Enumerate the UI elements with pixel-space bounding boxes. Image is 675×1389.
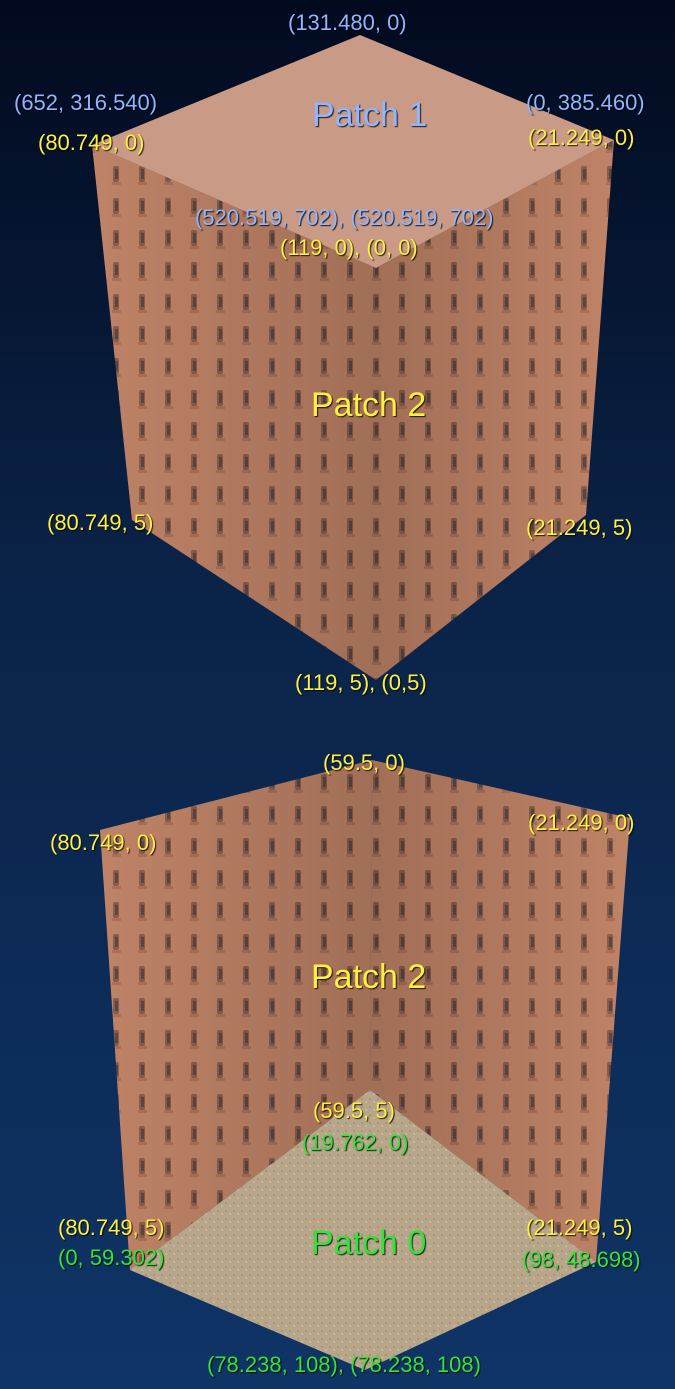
top-wall-bottom-center-label: (119, 5), (0,5) <box>295 670 427 696</box>
bottom-wall-top-center-label: (59.5, 0) <box>323 750 405 776</box>
top-wall-bottom-right-label: (21.249, 5) <box>526 515 632 541</box>
bottom-room <box>100 760 630 1370</box>
bottom-floor-patch-label: Patch 0 <box>311 1224 426 1263</box>
bottom-wall-top-right-label: (21.249, 0) <box>528 810 634 836</box>
top-roof-top-corner-label: (131.480, 0) <box>288 10 407 36</box>
bottom-wall-bottom-left-label: (80.749, 5) <box>58 1215 164 1241</box>
bottom-wall-top-left-label: (80.749, 0) <box>50 830 156 856</box>
bottom-wall-bottom-center-label: (59.5, 5) <box>313 1098 395 1124</box>
top-roof-right-corner-label: (0, 385.460) <box>526 90 645 116</box>
bottom-floor-front-corner-label: (78.238, 108), (78.238, 108) <box>207 1352 481 1378</box>
top-roof-center-corner-label: (520.519, 702), (520.519, 702) <box>195 205 493 231</box>
bottom-floor-back-corner-label: (19.762, 0) <box>302 1130 408 1156</box>
bottom-wall-patch-label: Patch 2 <box>311 958 426 997</box>
top-wall-top-right-label: (21.249, 0) <box>528 125 634 151</box>
top-side-patch-label: Patch 2 <box>311 386 426 425</box>
top-wall-top-left-label: (80.749, 0) <box>38 130 144 156</box>
bottom-floor-right-corner-label: (98, 48.698) <box>522 1247 641 1273</box>
top-wall-top-center-label: (119, 0), (0, 0) <box>280 235 418 261</box>
bottom-floor-left-corner-label: (0, 59.302) <box>58 1245 164 1271</box>
top-roof-left-corner-label: (652, 316.540) <box>14 90 157 116</box>
top-roof-patch-label: Patch 1 <box>312 96 427 135</box>
top-wall-bottom-left-label: (80.749, 5) <box>47 510 153 536</box>
bottom-wall-bottom-right-label: (21.249, 5) <box>526 1215 632 1241</box>
